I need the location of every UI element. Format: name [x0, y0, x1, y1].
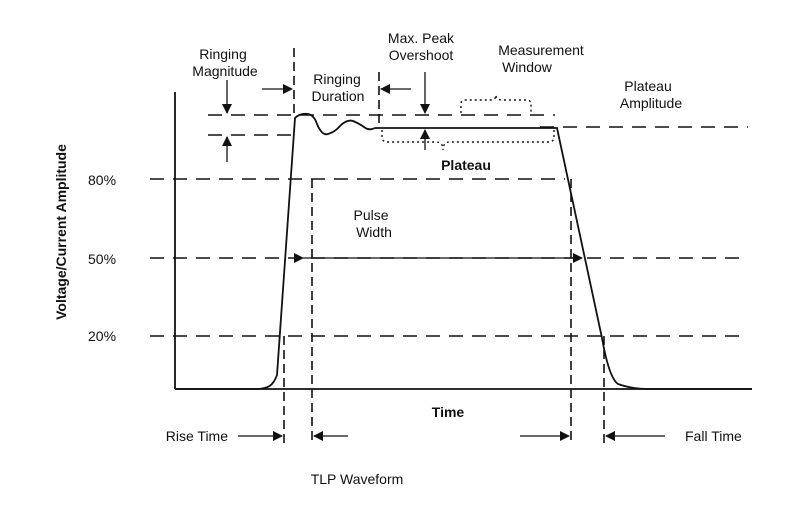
- ringing-duration-label-line1: Ringing: [313, 71, 360, 87]
- fall-time-label: Fall Time: [685, 428, 742, 444]
- plateau-label: Plateau: [441, 157, 491, 173]
- y-axis-label: Voltage/Current Amplitude: [53, 144, 69, 320]
- pulse-width-label-line1: Pulse: [353, 207, 388, 223]
- level-80-label: 80%: [88, 172, 116, 188]
- level-50-label: 50%: [88, 251, 116, 267]
- plateau-brace: [381, 130, 555, 151]
- max-peak-label-line1: Max. Peak: [388, 30, 455, 46]
- ringing-magnitude-label-line1: Ringing: [199, 46, 246, 62]
- measurement-window-brace: [460, 94, 532, 113]
- plateau-amplitude-label-line1: Plateau: [624, 78, 671, 94]
- ringing-duration-label-line2: Duration: [312, 88, 365, 104]
- rise-time-label: Rise Time: [166, 428, 228, 444]
- x-axis-label: Time: [432, 404, 465, 420]
- level-20-label: 20%: [88, 328, 116, 344]
- pulse-width-label-line2: Width: [356, 224, 392, 240]
- measurement-window-label-line2: Window: [502, 59, 553, 75]
- caption: TLP Waveform: [311, 471, 404, 487]
- max-peak-label-line2: Overshoot: [389, 47, 454, 63]
- plateau-amplitude-label-line2: Amplitude: [620, 95, 682, 111]
- ringing-magnitude-label-line2: Magnitude: [192, 63, 258, 79]
- measurement-window-label-line1: Measurement: [498, 42, 584, 58]
- waveform-curve: [175, 112, 752, 390]
